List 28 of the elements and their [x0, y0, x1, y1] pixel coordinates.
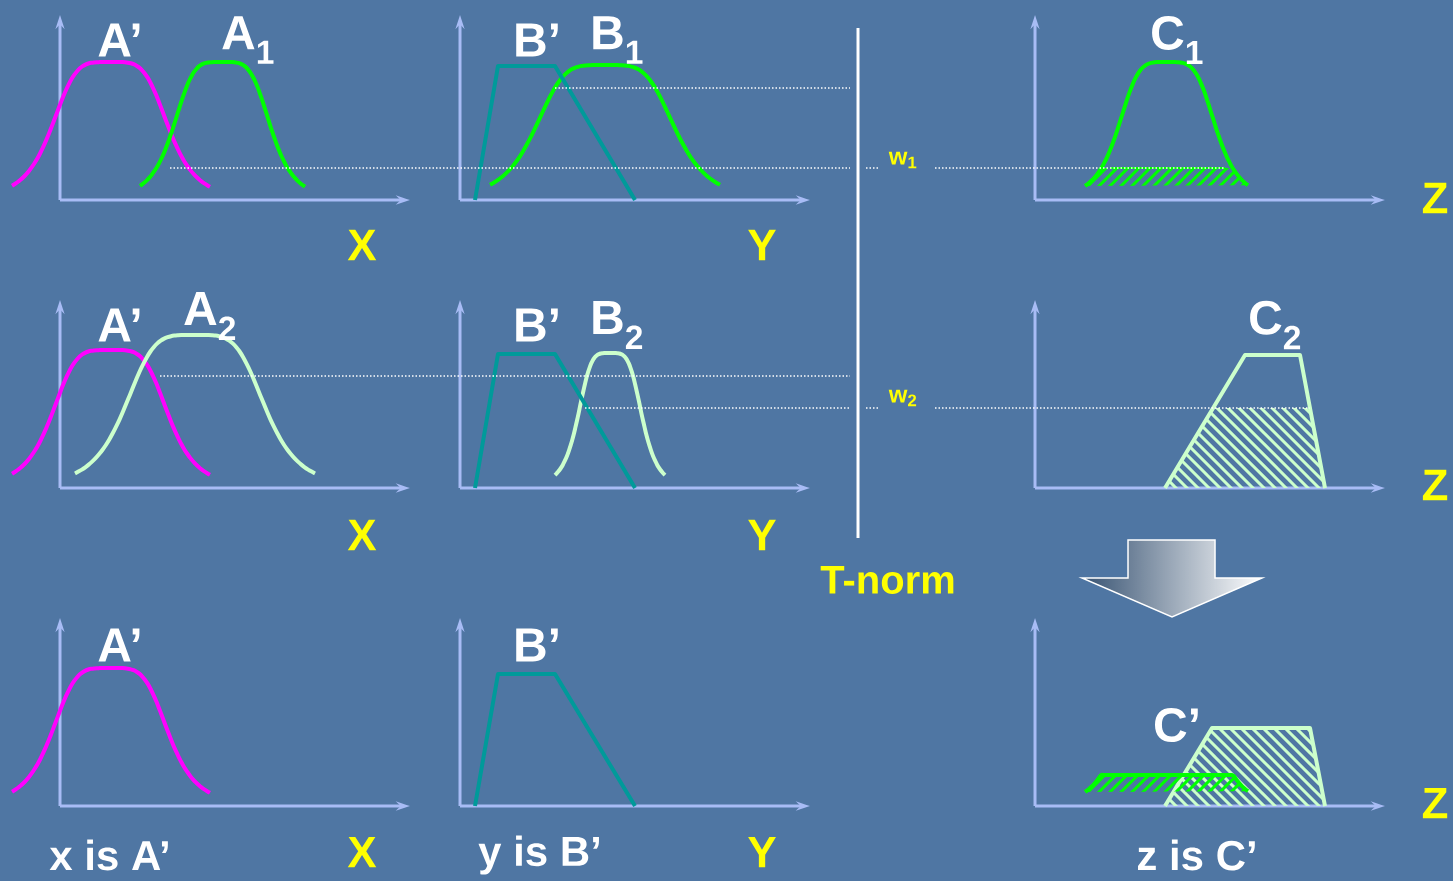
- set-label: B$_{1}$: [593, 16, 643, 64]
- set-label: C’: [1155, 708, 1198, 742]
- set-label: B$_{2}$: [593, 301, 643, 349]
- caption-text: y is B’: [478, 835, 599, 875]
- axis-label: Y: [748, 519, 776, 551]
- axis-label: X: [347, 519, 377, 551]
- set-label: A’: [98, 628, 140, 662]
- axis-label: Y: [748, 229, 776, 261]
- axis-label: Y: [748, 836, 776, 868]
- axis-label: Z: [1422, 787, 1448, 819]
- caption-text: z is C’: [1138, 839, 1255, 871]
- set-label: B’: [516, 23, 558, 57]
- caption-text: x is A’: [49, 839, 168, 871]
- axis-label: Z: [1422, 469, 1448, 501]
- set-label: C$_{1}$: [1152, 15, 1203, 65]
- set-label: A’: [98, 308, 140, 342]
- axis-label: X: [347, 229, 377, 261]
- weight-label: w$_{1}$: [888, 151, 917, 169]
- set-label: B’: [516, 628, 558, 662]
- set-label: C$_{2}$: [1250, 300, 1301, 350]
- set-label: A$_{2}$: [184, 292, 236, 340]
- axis-label: X: [347, 836, 377, 868]
- axis-label: Z: [1422, 182, 1448, 214]
- weight-label: w$_{2}$: [888, 389, 917, 407]
- operator-label: T-norm: [820, 566, 954, 594]
- set-label: B’: [516, 308, 558, 342]
- set-label: A$_{1}$: [222, 16, 274, 64]
- set-label: A’: [98, 23, 140, 57]
